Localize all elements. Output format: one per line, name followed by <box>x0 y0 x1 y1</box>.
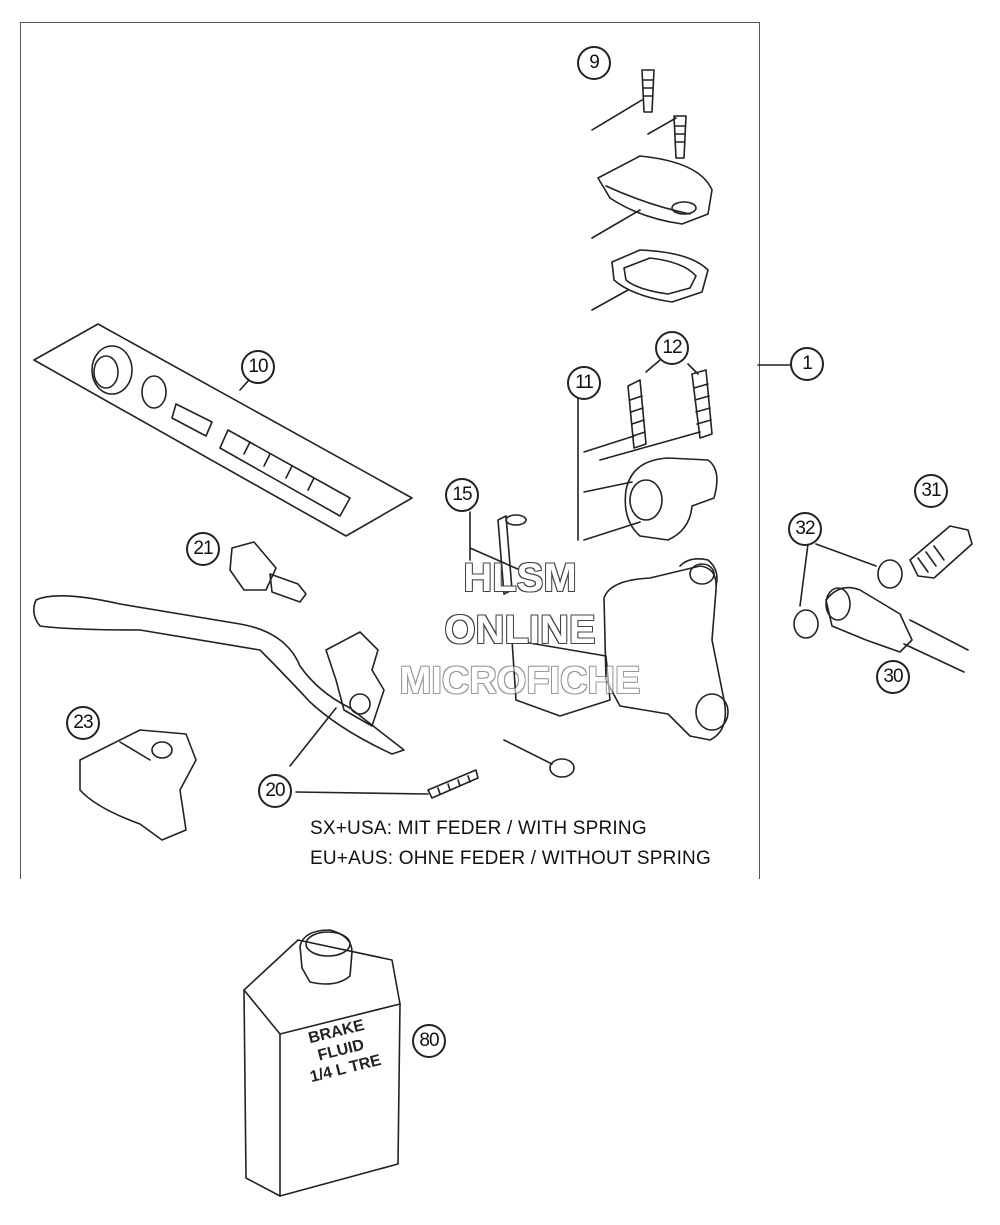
callout-31: 31 <box>914 474 948 508</box>
part-32-washers <box>793 543 903 639</box>
callout-12: 12 <box>655 331 689 365</box>
callout-15: 15 <box>445 478 479 512</box>
callout-9: 9 <box>577 46 611 80</box>
master-cylinder-body <box>469 511 729 778</box>
callout-32: 32 <box>788 512 822 546</box>
part-23-clamp <box>79 729 197 841</box>
part-10-piston-kit <box>33 323 413 537</box>
diagram-frame <box>20 22 760 879</box>
callout-30: 30 <box>876 660 910 694</box>
callout-80: 80 <box>412 1024 446 1058</box>
callout-21: 21 <box>186 532 220 566</box>
part-21-switch <box>229 541 307 603</box>
callout-20: 20 <box>258 774 292 808</box>
part-9-cover <box>591 155 713 239</box>
part-11-clamp <box>577 395 718 541</box>
watermark-line-3: MICROFICHE <box>399 660 641 702</box>
part-80-fluid-can <box>243 929 401 1197</box>
callout-11: 11 <box>567 366 601 400</box>
part-30-brake-line <box>825 586 969 673</box>
part-31-banjo-bolt <box>909 525 973 579</box>
spring-note-sx-usa: SX+USA: MIT FEDER / WITH SPRING <box>310 818 647 839</box>
watermark-line-1: HLSM <box>463 556 577 600</box>
watermark-line-2: ONLINE <box>444 608 596 652</box>
spring-note-eu-aus: EU+AUS: OHNE FEDER / WITHOUT SPRING <box>310 848 711 869</box>
part-9-diaphragm <box>591 249 709 311</box>
part-20-lever <box>32 595 479 799</box>
callout-23: 23 <box>66 706 100 740</box>
callout-10: 10 <box>241 350 275 384</box>
part-12-bolts <box>583 359 713 461</box>
callout-1: 1 <box>790 347 824 381</box>
part-9-screws <box>591 69 687 159</box>
